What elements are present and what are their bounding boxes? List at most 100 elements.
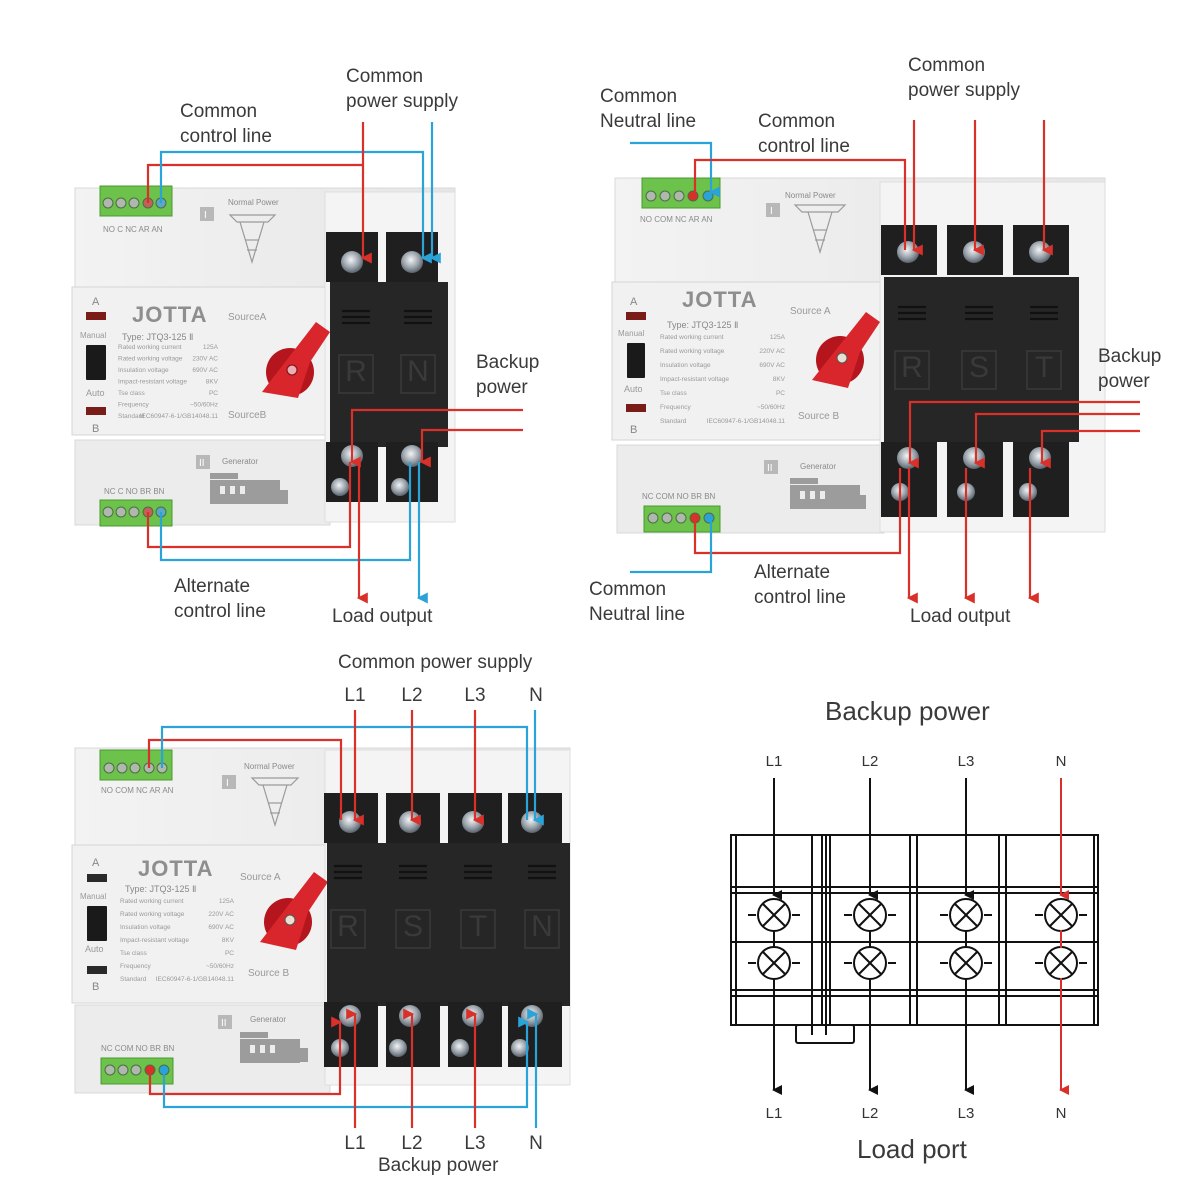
spec-name: Frequency — [120, 963, 151, 970]
spec-name: Rated working current — [660, 334, 724, 341]
terminal-screw — [521, 1005, 543, 1027]
terminal-screw — [401, 445, 423, 467]
type-label: Type: JTQ3-125 Ⅱ — [667, 320, 738, 330]
spec-value: ~50/60Hz — [190, 402, 218, 409]
schematic-input-label: L3 — [958, 753, 975, 770]
section-ii-label: II — [199, 458, 205, 469]
indicator-b-led — [87, 966, 107, 974]
backup-wire-1 — [907, 400, 1140, 469]
spec-value: 125A — [770, 334, 786, 341]
alternate-control-wire-live — [148, 1016, 343, 1096]
indicator-b-label: B — [92, 981, 99, 993]
type-label: Type: JTQ3-125 Ⅱ — [125, 884, 196, 894]
terminal-screw — [339, 1005, 361, 1027]
indicator-b-led — [86, 407, 106, 415]
source-b-label: Source B — [798, 411, 839, 422]
schematic-output-label: L3 — [958, 1105, 975, 1122]
schematic-outline — [730, 834, 1099, 1026]
section-ii-label: II — [767, 463, 773, 474]
spec-name: Standard — [118, 413, 145, 420]
terminal-screw — [401, 251, 423, 273]
spec-value: 230V AC — [192, 356, 218, 363]
backup-wire-3 — [1039, 429, 1140, 469]
indicator-a-label: A — [630, 296, 638, 308]
schematic-output-label: N — [1056, 1105, 1067, 1122]
terminal-screw — [963, 447, 985, 469]
generator-label: Generator — [222, 457, 258, 466]
spec-name: Impact-resistant voltage — [118, 379, 187, 386]
transfer-selector-knob[interactable] — [812, 312, 880, 388]
spec-value: 8KV — [222, 937, 235, 944]
source-a-label: SourceA — [228, 312, 267, 323]
indicator-b-label: B — [92, 423, 99, 435]
spec-name: Rated working current — [120, 898, 184, 905]
control-terminal-screws-top — [102, 197, 167, 209]
terminal-symbol — [940, 898, 992, 932]
indicator-a-label: A — [92, 296, 100, 308]
common-control-wire-live — [147, 738, 343, 820]
backup-wire-neutral — [419, 428, 523, 468]
phase-label-top: L1 — [344, 685, 365, 706]
normal-power-label: Normal Power — [244, 762, 295, 771]
schematic-input-label: L1 — [766, 753, 783, 770]
spec-value: 690V AC — [192, 367, 218, 374]
manual-auto-slide-switch[interactable] — [627, 343, 645, 378]
transfer-selector-knob[interactable] — [262, 322, 330, 398]
source-a-label: Source A — [240, 872, 281, 883]
spec-value: IEC60947-6-1/GB14048.11 — [707, 418, 786, 425]
phase-label-bottom: L1 — [344, 1133, 365, 1154]
spec-name: Standard — [660, 418, 687, 425]
bottom-terminal-labels: NC C NO BR BN — [104, 487, 165, 496]
terminal-screw — [1029, 447, 1051, 469]
schematic-4-pole — [730, 834, 1099, 1044]
spec-value: 125A — [203, 344, 219, 351]
generator-label: Generator — [250, 1015, 286, 1024]
pole-label: T — [469, 910, 487, 943]
indicator-a-led — [87, 874, 107, 882]
terminal-screw — [399, 811, 421, 833]
phase-label-bottom: N — [529, 1133, 543, 1154]
transfer-selector-knob[interactable] — [260, 872, 328, 950]
common-neutral-wire-bottom — [630, 518, 713, 574]
common-neutral-wire-top — [630, 141, 720, 198]
alternate-control-wire — [693, 468, 902, 555]
power-tower-icon — [250, 777, 300, 828]
terminal-screw — [462, 1005, 484, 1027]
auto-mode-label: Auto — [85, 944, 104, 954]
pole-label: R — [901, 351, 923, 384]
spec-name: Impact-resistant voltage — [660, 376, 729, 383]
generator-icon — [210, 473, 288, 504]
spec-name: Insulation voltage — [118, 367, 169, 374]
spec-value: PC — [776, 390, 785, 397]
brand-logo: JOTTA — [138, 856, 213, 881]
schematic-output-label: L1 — [766, 1105, 783, 1122]
spec-name: Insulation voltage — [120, 924, 171, 931]
spec-value: IEC60947-6-1/GB14048.11 — [140, 413, 219, 420]
backup-wire-2 — [973, 412, 1140, 469]
terminal-symbol — [748, 898, 800, 932]
section-i-label: I — [226, 778, 229, 789]
panel-3-pole: NO COM NC AR AN I Normal Power A Manual … — [611, 120, 1140, 604]
spec-value: IEC60947-6-1/GB14048.11 — [156, 976, 235, 983]
brand-logo: JOTTA — [682, 287, 757, 312]
manual-mode-label: Manual — [80, 892, 106, 901]
pole-label: N — [407, 355, 429, 388]
control-terminal-screws-bottom — [647, 512, 715, 524]
manual-auto-slide-switch[interactable] — [87, 906, 107, 941]
manual-auto-slide-switch[interactable] — [86, 345, 106, 380]
spec-value: 125A — [219, 898, 235, 905]
schematic-input-label: L2 — [862, 753, 879, 770]
section-i-label: I — [204, 210, 207, 221]
auto-mode-label: Auto — [624, 384, 643, 394]
terminal-screw — [462, 811, 484, 833]
spec-value: PC — [225, 950, 234, 957]
pole-label: S — [969, 351, 989, 384]
spec-name: Rated working current — [118, 344, 182, 351]
bottom-terminal-labels: NC COM NO BR BN — [101, 1044, 175, 1053]
